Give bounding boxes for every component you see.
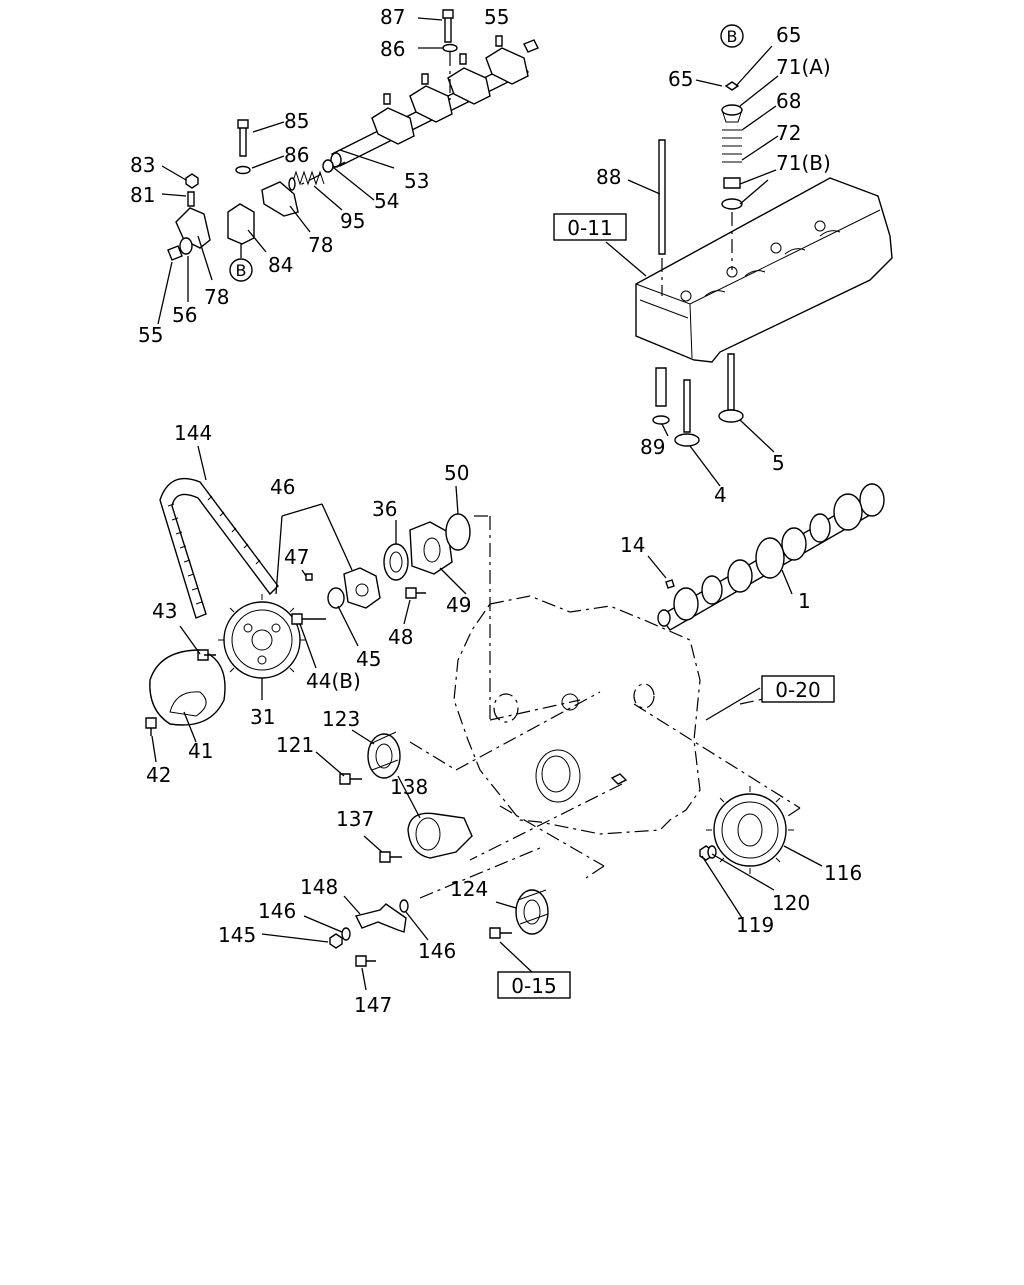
part-callout: 4 xyxy=(714,483,727,507)
part-callout: 41 xyxy=(188,739,213,763)
marker-circle xyxy=(229,258,253,282)
part-callout: 81 xyxy=(130,183,155,207)
camshaft xyxy=(647,483,885,631)
part-callout: 71(B) xyxy=(776,151,831,175)
part-callout: 71(A) xyxy=(776,55,831,79)
part-callout: 78 xyxy=(308,233,333,257)
part-callout: 137 xyxy=(336,807,374,831)
part-callout: 1 xyxy=(798,589,811,613)
marker-circle xyxy=(720,24,744,48)
circle-markers: BB xyxy=(229,24,744,282)
part-callout: 86 xyxy=(380,37,405,61)
part-callout: 78 xyxy=(204,285,229,309)
part-callout: 5 xyxy=(772,451,785,475)
part-callout: 31 xyxy=(250,705,275,729)
part-callout: 65 xyxy=(668,67,693,91)
part-callout: 55 xyxy=(484,5,509,29)
part-callout: 72 xyxy=(776,121,801,145)
part-callout: 84 xyxy=(268,253,293,277)
reference-box xyxy=(553,213,627,241)
reference-box xyxy=(497,971,571,999)
part-callout: 49 xyxy=(446,593,471,617)
part-callout: 87 xyxy=(380,5,405,29)
reference-label: 0-20 xyxy=(775,678,820,702)
part-callout: 116 xyxy=(824,861,862,885)
part-callout: 42 xyxy=(146,763,171,787)
reference-label: 0-15 xyxy=(511,974,556,998)
part-callout: 119 xyxy=(736,913,774,937)
part-callout: 148 xyxy=(300,875,338,899)
reference-boxes: 0-11 0-20 0-15 xyxy=(497,213,835,999)
part-callout: 138 xyxy=(390,775,428,799)
part-callout: 14 xyxy=(620,533,645,557)
cylinder-head-assembly xyxy=(605,45,893,487)
timing-belt-assembly xyxy=(145,445,471,763)
part-callout: 121 xyxy=(276,733,314,757)
part-callout: 43 xyxy=(152,599,177,623)
tensioner-assembly xyxy=(261,729,823,991)
marker-label: B xyxy=(236,261,247,280)
part-callout: 120 xyxy=(772,891,810,915)
part-callout: 89 xyxy=(640,435,665,459)
part-callout: 95 xyxy=(340,209,365,233)
marker-label: B xyxy=(727,27,738,46)
reference-box xyxy=(761,675,835,703)
part-callout: 53 xyxy=(404,169,429,193)
part-callout: 56 xyxy=(172,303,197,327)
part-callout: 144 xyxy=(174,421,212,445)
part-callout: 65 xyxy=(776,23,801,47)
part-callout: 45 xyxy=(356,647,381,671)
rocker-shaft-assembly xyxy=(157,9,539,325)
part-callout: 145 xyxy=(218,923,256,947)
part-callout: 54 xyxy=(374,189,399,213)
part-callout: 48 xyxy=(388,625,413,649)
part-callout: 68 xyxy=(776,89,801,113)
reference-label: 0-11 xyxy=(567,216,612,240)
part-callout: 83 xyxy=(130,153,155,177)
part-callout: 36 xyxy=(372,497,397,521)
part-callout: 55 xyxy=(138,323,163,347)
part-callout: 47 xyxy=(284,545,309,569)
part-callout: 44(B) xyxy=(306,669,361,693)
part-callout: 50 xyxy=(444,461,469,485)
part-callout: 123 xyxy=(322,707,360,731)
part-callout: 46 xyxy=(270,475,295,499)
part-callout: 147 xyxy=(354,993,392,1017)
part-callout: 86 xyxy=(284,143,309,167)
part-callout: 124 xyxy=(450,877,488,901)
part-callout: 146 xyxy=(418,939,456,963)
part-callout: 88 xyxy=(596,165,621,189)
engine-block-outline xyxy=(409,515,807,879)
part-callout: 146 xyxy=(258,899,296,923)
part-callout: 85 xyxy=(284,109,309,133)
